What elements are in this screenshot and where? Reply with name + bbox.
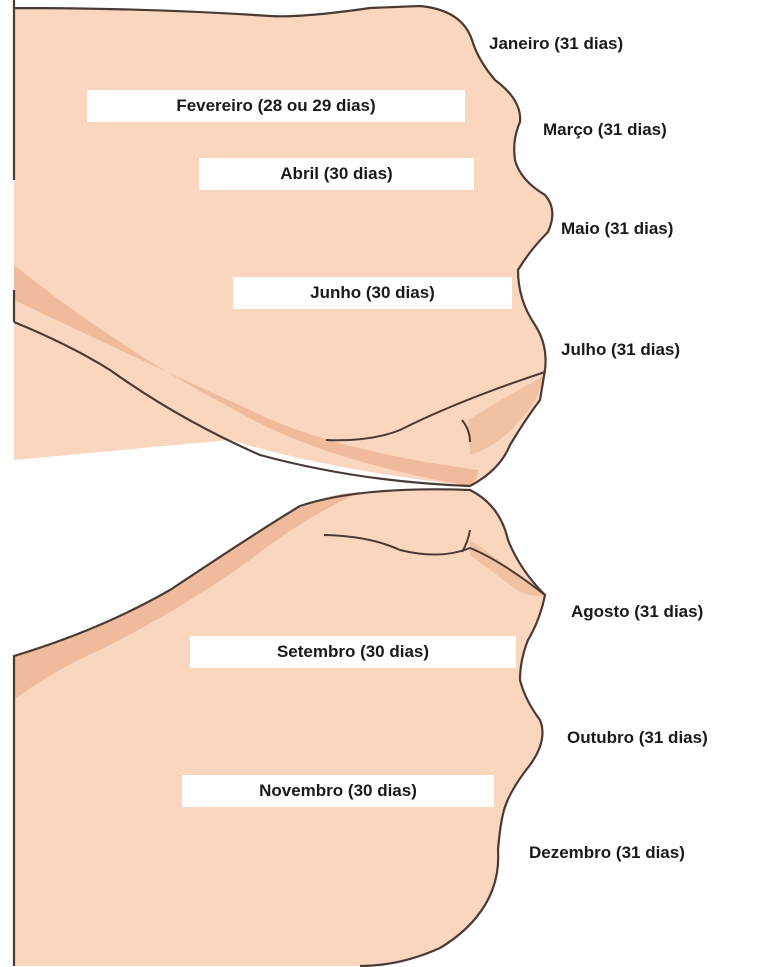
month-box-setembro: Setembro (30 dias) [190,636,516,668]
month-label-setembro: Setembro (30 dias) [190,642,516,662]
month-label-janeiro: Janeiro (31 dias) [489,34,623,54]
upper-fist-skin [14,0,552,486]
month-label-julho: Julho (31 dias) [561,340,680,360]
lower-fist-skin [14,489,545,966]
month-label-novembro: Novembro (30 dias) [182,781,494,801]
month-box-novembro: Novembro (30 dias) [182,775,494,807]
month-label-outubro: Outubro (31 dias) [567,728,708,748]
month-label-maio: Maio (31 dias) [561,219,673,239]
month-label-junho: Junho (30 dias) [233,283,512,303]
month-label-fevereiro: Fevereiro (28 ou 29 dias) [87,96,465,116]
upper-fist [14,0,552,486]
month-label-abril: Abril (30 dias) [199,164,474,184]
lower-fist [14,489,545,966]
month-label-marco: Março (31 dias) [543,120,667,140]
month-box-abril: Abril (30 dias) [199,158,474,190]
month-box-fevereiro: Fevereiro (28 ou 29 dias) [87,90,465,122]
month-box-junho: Junho (30 dias) [233,277,512,309]
month-label-agosto: Agosto (31 dias) [571,602,703,622]
month-label-dezembro: Dezembro (31 dias) [529,843,685,863]
